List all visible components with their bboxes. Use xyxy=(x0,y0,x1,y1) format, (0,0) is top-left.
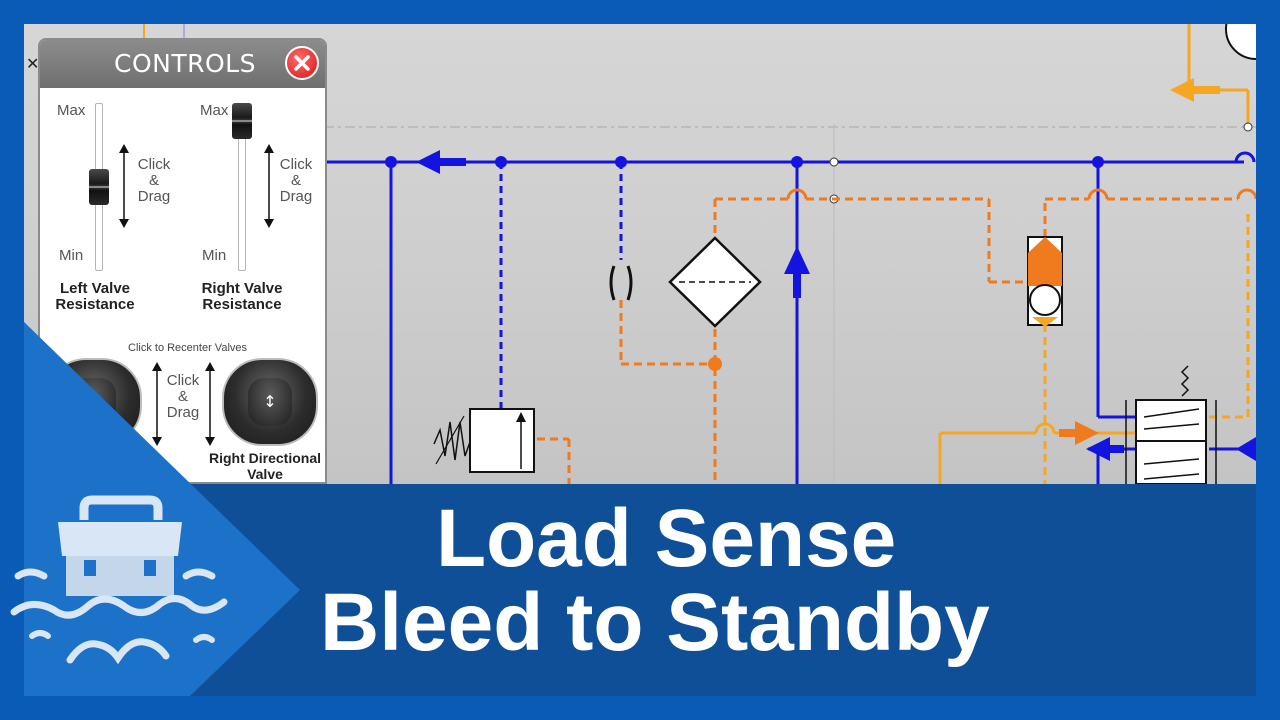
right-valve-slider-thumb[interactable] xyxy=(232,103,252,139)
hint-line: Drag xyxy=(279,188,313,205)
recenter-valves-link[interactable]: Click to Recenter Valves xyxy=(128,342,248,354)
title-line-2: Bleed to Standby xyxy=(320,577,990,668)
drag-arrow-icon xyxy=(152,362,162,446)
valve-path xyxy=(1143,473,1200,480)
label-line: Left Valve xyxy=(59,280,131,297)
right-valve-resistance-label: Right Valve Resistance xyxy=(188,281,296,313)
brand-corner xyxy=(10,322,300,696)
valve-path xyxy=(1143,408,1200,418)
title-line-1: Load Sense xyxy=(436,493,897,584)
hydraulic-schematic xyxy=(143,24,1256,484)
line-crossover xyxy=(1236,188,1256,200)
line-crossover xyxy=(1034,422,1056,434)
left-slider-hint: Click & Drag xyxy=(132,157,176,205)
label-line: Resistance xyxy=(202,296,282,313)
pressure-gauge xyxy=(1225,24,1256,60)
flow-arrow-right xyxy=(1059,421,1099,445)
joystick-knob: ↕ xyxy=(248,378,292,426)
hint-line: Drag xyxy=(137,188,171,205)
flow-arrow-up xyxy=(784,246,810,298)
close-button[interactable] xyxy=(285,46,319,80)
label-line: Right Directional xyxy=(208,450,321,466)
orifice-symbol xyxy=(626,265,633,301)
line-crossover xyxy=(1087,188,1109,200)
hint-line: Drag xyxy=(166,404,200,421)
title-banner: Load Sense Bleed to Standby xyxy=(190,484,1256,696)
left-valve-resistance-label: Left Valve Resistance xyxy=(43,281,147,313)
drag-arrow-icon xyxy=(119,144,129,228)
shuttle-valve-fill xyxy=(1032,317,1058,327)
left-slider-min-label: Min xyxy=(59,247,84,264)
spring-symbol xyxy=(1180,365,1190,397)
joystick-hint: Click & Drag xyxy=(161,373,205,421)
compensator-valve xyxy=(469,408,535,473)
controls-title: CONTROLS xyxy=(114,49,256,78)
line-crossover xyxy=(786,188,808,200)
flow-arrow-left xyxy=(416,150,466,174)
valve-arrow-head xyxy=(516,412,526,422)
drag-arrow-icon xyxy=(264,144,274,228)
controls-header: CONTROLS xyxy=(40,40,325,88)
flow-arrow-left xyxy=(1086,437,1124,461)
shuttle-valve-fill xyxy=(1028,237,1062,286)
check-ball xyxy=(1029,284,1061,316)
junction-node xyxy=(708,357,722,371)
hint-line: Click xyxy=(166,372,200,389)
hint-line: Click xyxy=(137,156,171,173)
up-down-arrow-icon: ↕ xyxy=(263,392,277,411)
spring-symbol xyxy=(433,421,471,461)
label-line: Right Valve xyxy=(201,280,283,297)
orifice-symbol xyxy=(609,265,616,301)
valve-path xyxy=(1143,423,1200,430)
hint-line: & xyxy=(148,172,159,189)
toolbox-icon xyxy=(10,495,228,665)
right-directional-valve-label: Right Directional Valve xyxy=(200,450,325,482)
right-slider-max-label: Max xyxy=(200,102,229,119)
valve-path xyxy=(1143,458,1200,465)
label-line: Resistance xyxy=(55,296,135,313)
adjustable-arrow xyxy=(435,415,465,465)
hint-line: & xyxy=(290,172,301,189)
close-x-icon xyxy=(294,55,310,71)
flow-arrow-left xyxy=(1236,437,1256,461)
left-valve-slider-thumb[interactable] xyxy=(89,169,109,205)
hint-line: & xyxy=(177,388,188,405)
background-close-icon[interactable]: ✕ xyxy=(26,56,40,73)
flow-arrow-left xyxy=(1170,78,1220,102)
right-slider-min-label: Min xyxy=(202,247,227,264)
test-point xyxy=(829,157,839,167)
drag-arrow-icon xyxy=(205,362,215,446)
label-line: Valve xyxy=(247,466,283,482)
right-directional-valve-joystick[interactable]: ↕ xyxy=(222,358,318,446)
left-slider-max-label: Max xyxy=(57,102,86,119)
line-crossover xyxy=(1234,151,1256,163)
right-slider-hint: Click & Drag xyxy=(274,157,318,205)
test-point xyxy=(1243,122,1253,132)
hint-line: Click xyxy=(279,156,313,173)
